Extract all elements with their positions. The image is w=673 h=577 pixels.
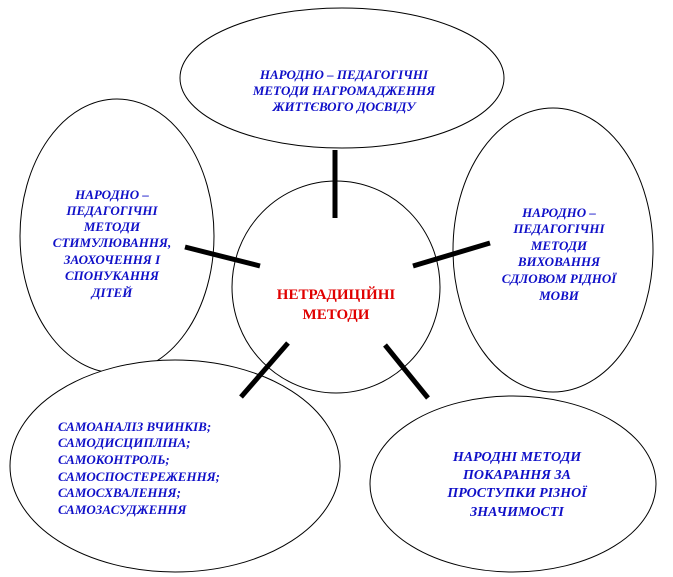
bottom-left-node-line: САМОКОНТРОЛЬ; (58, 452, 170, 467)
bottom-left-node-line: САМОСХВАЛЕННЯ; (58, 485, 181, 500)
right-node-ellipse (452, 107, 654, 393)
bottom-left-node-ellipse (9, 359, 341, 573)
right-node-line: ПЕДАГОГІЧНІ (512, 221, 605, 236)
connector-bottom-right (383, 343, 430, 400)
top-node-line: ЖИТТЄВОГО ДОСВІДУ (272, 99, 418, 114)
left-node-line: ПЕДАГОГІЧНІ (65, 203, 158, 218)
right-node-line: МЕТОДИ (530, 238, 588, 253)
top-node-line: НАРОДНО – ПЕДАГОГІЧНІ (259, 67, 429, 82)
left-node-line: СПОНУКАННЯ (65, 268, 160, 283)
connector-right (412, 240, 491, 269)
top-node-ellipse (179, 7, 505, 149)
center-node-label: НЕТРАДИЦІЙНІ МЕТОДИ (277, 286, 396, 323)
left-node-line: ЗАОХОЧЕННЯ І (63, 252, 161, 267)
bottom-right-node-line: ПРОСТУПКИ РІЗНОЇ (446, 485, 587, 501)
left-node-label: НАРОДНО – ПЕДАГОГІЧНІ МЕТОДИ СТИМУЛЮВАНН… (53, 187, 171, 300)
right-node-line: СДЛОВОМ РІДНОЇ (502, 271, 617, 286)
bottom-right-node-line: ЗНАЧИМОСТІ (469, 505, 564, 520)
bottom-right-node-ellipse (369, 395, 657, 573)
bottom-right-node-line: ПОКАРАННЯ ЗА (462, 468, 571, 483)
bottom-left-node-line: САМОЗАСУДЖЕННЯ (58, 502, 187, 517)
bottom-left-node-line: САМОАНАЛІЗ ВЧИНКІВ; (58, 419, 211, 434)
right-node-line: МОВИ (538, 288, 580, 303)
connector-left (184, 244, 261, 269)
right-node-label: НАРОДНО – ПЕДАГОГІЧНІ МЕТОДИ ВИХОВАННЯ С… (502, 205, 617, 303)
left-node-line: СТИМУЛЮВАННЯ, (53, 235, 171, 250)
bottom-left-node-label: САМОАНАЛІЗ ВЧИНКІВ; САМОДИСЦИПЛІНА; САМО… (58, 419, 220, 517)
left-node-line: ДІТЕЙ (91, 285, 134, 300)
left-node-line: МЕТОДИ (83, 219, 141, 234)
connector-bottom-left (239, 341, 290, 399)
center-node-line: МЕТОДИ (303, 307, 370, 323)
bottom-left-node-line: САМОСПОСТЕРЕЖЕННЯ; (58, 469, 220, 484)
right-node-line: НАРОДНО – (521, 205, 596, 220)
bottom-left-node-line: САМОДИСЦИПЛІНА; (58, 435, 191, 450)
bottom-right-node-line: НАРОДНІ МЕТОДИ (452, 450, 582, 465)
left-node-line: НАРОДНО – (74, 187, 149, 202)
top-node-line: МЕТОДИ НАГРОМАДЖЕННЯ (252, 83, 436, 98)
bottom-right-node-label: НАРОДНІ МЕТОДИ ПОКАРАННЯ ЗА ПРОСТУПКИ РІ… (446, 450, 587, 520)
top-node-label: НАРОДНО – ПЕДАГОГІЧНІ МЕТОДИ НАГРОМАДЖЕН… (252, 67, 436, 114)
center-node-line: НЕТРАДИЦІЙНІ (277, 286, 396, 303)
right-node-line: ВИХОВАННЯ (517, 254, 601, 269)
